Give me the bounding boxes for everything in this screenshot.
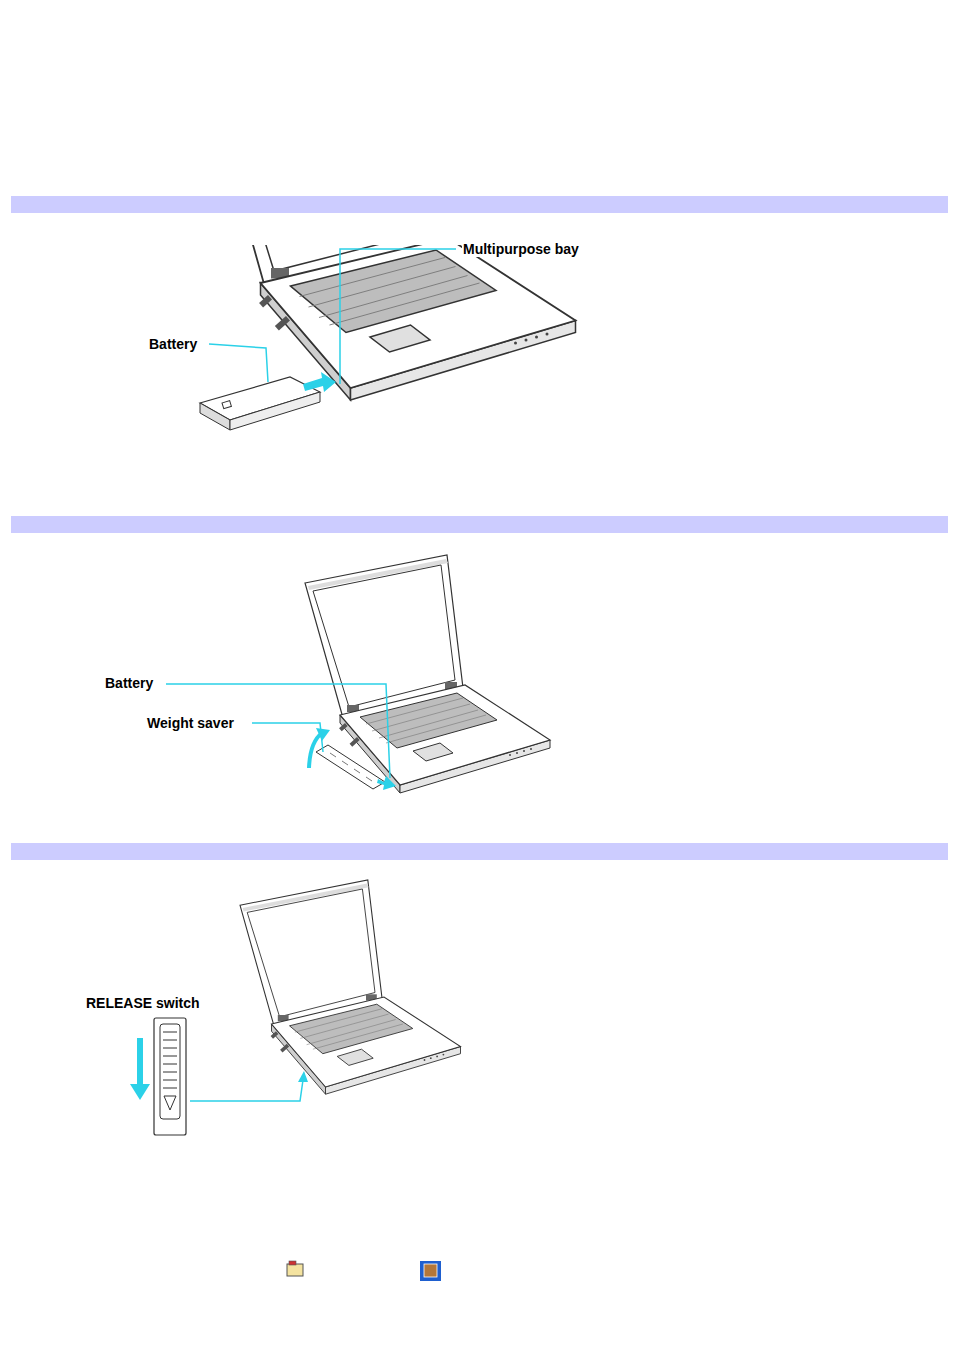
laptop-figure — [305, 555, 550, 793]
leader-line — [166, 684, 390, 778]
slide-arrow-head — [130, 1084, 150, 1100]
remove-arrow — [377, 776, 396, 790]
app-icon — [420, 1261, 441, 1281]
part-label: Battery — [148, 336, 198, 352]
section-bar — [11, 516, 948, 533]
part-label: RELEASE switch — [85, 995, 201, 1011]
rotate-arrow — [309, 733, 322, 768]
section-bar — [11, 843, 948, 860]
laptop-figure — [240, 880, 461, 1094]
part-label: Battery — [104, 675, 154, 691]
battery-pack — [200, 377, 320, 430]
weight-saver — [316, 745, 385, 789]
folder-icon — [287, 1261, 303, 1276]
part-label: Multipurpose bay — [462, 241, 580, 257]
release-switch — [154, 1018, 186, 1135]
rotate-arrow-head — [316, 728, 330, 741]
leader-arrow — [298, 1071, 308, 1082]
part-label: Weight saver — [146, 715, 235, 731]
section-bar — [11, 196, 948, 213]
slide-arrow — [137, 1038, 143, 1086]
laptop-figure — [208, 245, 576, 400]
insert-arrow — [303, 372, 336, 392]
leader-line — [190, 1080, 303, 1101]
leader-line — [209, 249, 456, 384]
